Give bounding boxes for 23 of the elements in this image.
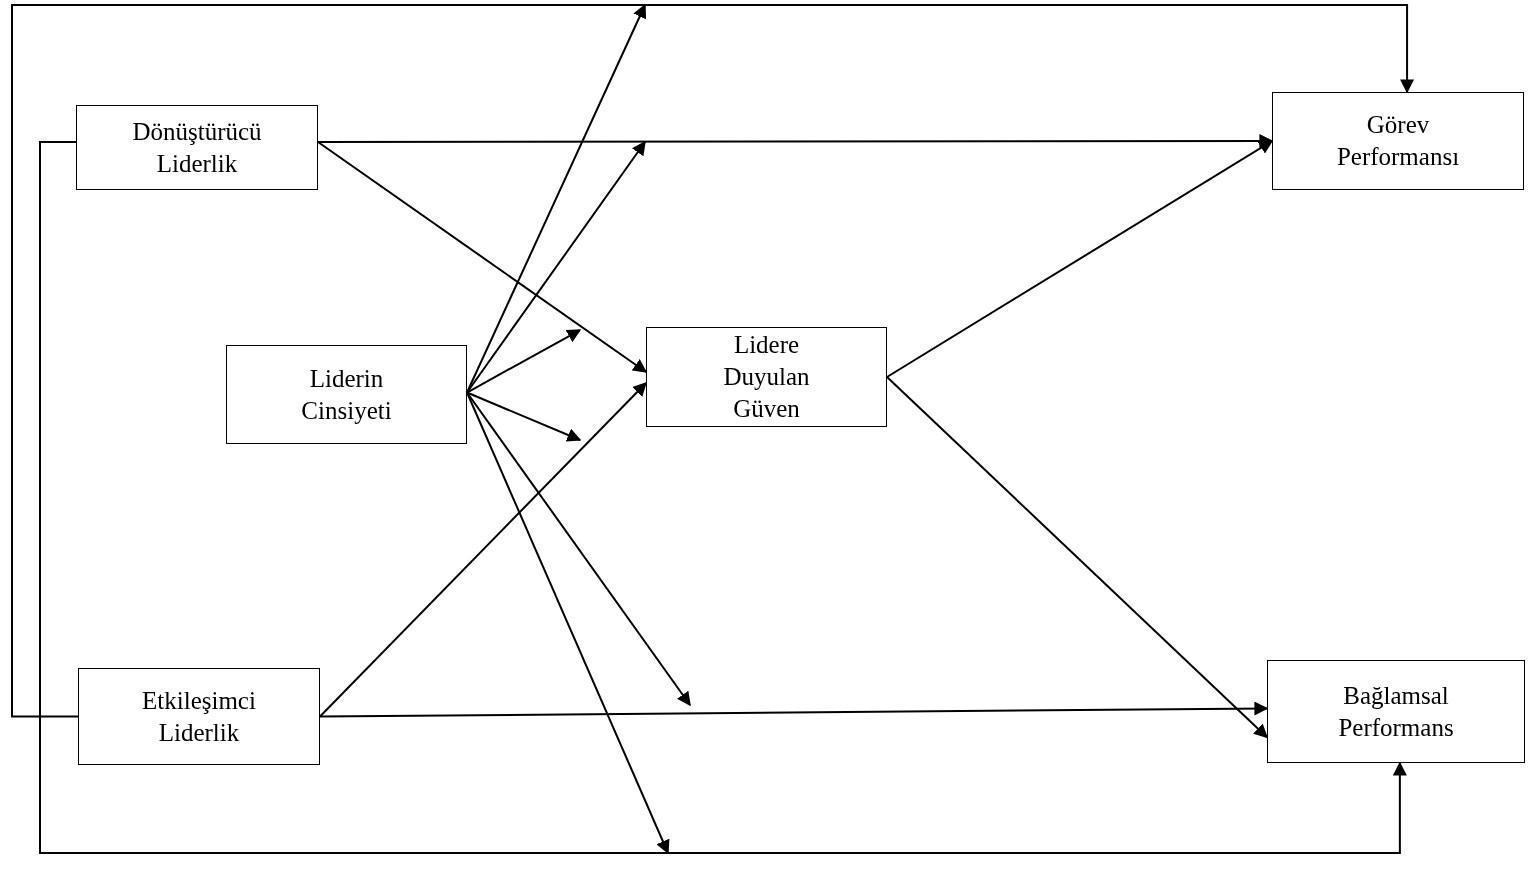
- variable-box: [78, 668, 320, 765]
- arrow: [466, 140, 646, 394]
- arrow: [319, 382, 647, 718]
- arrow: [319, 701, 1269, 718]
- arrow: [317, 141, 648, 373]
- variable-label: Görev Performansı: [1335, 110, 1461, 172]
- variable-label: Dönüştürücü Liderlik: [131, 116, 263, 179]
- variable-label: Liderin Cinsiyeti: [300, 363, 393, 426]
- arrow: [886, 376, 1268, 739]
- variable-label: Lidere Duyulan Güven: [722, 330, 811, 424]
- variable-label: Bağlamsal Performans: [1337, 680, 1455, 743]
- variable-label: Etkileşimci Liderlik: [141, 685, 257, 748]
- arrow: [466, 329, 582, 394]
- arrow: [466, 391, 582, 442]
- variable-box: [76, 105, 318, 190]
- arrow: [39, 141, 1407, 854]
- variable-box: [1267, 660, 1525, 763]
- variable-box: [646, 327, 887, 427]
- arrow: [886, 140, 1274, 378]
- variable-box: [1272, 92, 1524, 190]
- arrow: [466, 391, 691, 707]
- arrow: [11, 4, 1415, 718]
- variable-box: [226, 345, 467, 444]
